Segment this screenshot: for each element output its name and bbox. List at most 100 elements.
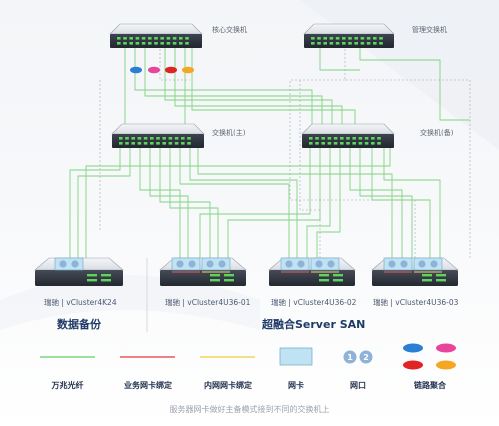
legend-label-internal-bond: 内网网卡绑定 [204, 381, 252, 390]
section-title-server-san: 超融合Server SAN [262, 318, 366, 331]
fiber-link [359, 48, 470, 121]
switch-port [166, 42, 171, 45]
footer-note: 服务器网卡做好主备模式接到不同的交换机上 [169, 405, 330, 414]
switch-port [131, 137, 135, 140]
core-switch-label: 核心交换机 [212, 26, 247, 34]
server-indicator [422, 279, 432, 282]
switch-port [125, 137, 129, 140]
switch-port [135, 37, 140, 40]
server-indicator [87, 279, 97, 282]
switch-port [185, 42, 189, 45]
fiber-link [359, 148, 413, 258]
switch-port [354, 42, 358, 45]
nic-port [176, 260, 184, 268]
switch-port [354, 37, 358, 40]
switch-port [179, 42, 183, 45]
switch-port [172, 42, 177, 45]
switch-port [148, 37, 152, 40]
section-title-backup: 数据备份 [57, 318, 101, 331]
switch-port [137, 137, 142, 140]
switch-port [117, 42, 121, 45]
legend-label-fiber: 万兆光纤 [51, 381, 84, 390]
switch-top-face [109, 23, 203, 35]
aggregation-legend-dot-red [403, 360, 423, 370]
nic-port [315, 260, 323, 268]
server-indicator [436, 274, 446, 277]
legend-label-port: 网口 [350, 381, 366, 390]
switch-port [168, 137, 173, 140]
nic-card [171, 257, 201, 271]
nic-port [430, 260, 438, 268]
link-aggregation-dots [130, 66, 194, 74]
switch-port [366, 42, 371, 45]
nic-port [188, 260, 196, 268]
fiber-link [85, 148, 391, 258]
switch-port [323, 37, 327, 40]
switch-port [160, 37, 164, 40]
switch-port [309, 142, 313, 145]
switch-port [358, 142, 363, 145]
switch-port [352, 137, 356, 140]
server-vcluster4u36-01 [159, 257, 247, 286]
switch-port [315, 137, 319, 140]
port-legend-number-1: 1 [347, 353, 353, 362]
switch-port [364, 142, 369, 145]
core-switch [109, 23, 203, 48]
nic-port [285, 260, 293, 268]
switch-port [360, 37, 365, 40]
server-label-vcluster4u36-03: 瑞驰 | vCluster4U36-03 [373, 298, 459, 307]
switch-port [311, 42, 315, 45]
aggregation-legend-dot-orange [436, 360, 456, 370]
switch-port [342, 42, 346, 45]
switch-port [335, 42, 340, 45]
fiber-link [169, 148, 219, 258]
switch-port [340, 142, 344, 145]
switch-port [123, 37, 127, 40]
switch-front-panel [304, 34, 394, 48]
fiber-link [316, 148, 341, 258]
switch-front-panel [112, 134, 204, 148]
switch-port [352, 142, 356, 145]
fiber-links [69, 48, 470, 258]
switch-port [123, 42, 127, 45]
nic-port [400, 260, 408, 268]
nic-card [201, 257, 231, 271]
switch-front-panel [302, 134, 394, 148]
switch-port [156, 142, 160, 145]
management-switch [303, 23, 395, 48]
fiber-link [349, 148, 403, 258]
switch-port [329, 37, 334, 40]
fiber-link [227, 148, 321, 258]
nic-port [388, 260, 396, 268]
switch-port [335, 37, 340, 40]
server-indicator [224, 279, 234, 282]
legend-label-nic: 网卡 [288, 381, 304, 390]
port-legend-circle-2 [359, 350, 373, 364]
server-indicator [436, 279, 446, 282]
backup-switch-label: 交换机(备) [420, 129, 454, 137]
nic-port [206, 260, 214, 268]
switch-port [154, 42, 158, 45]
nic-card [310, 257, 340, 271]
switch-port [327, 137, 332, 140]
switch-port [379, 37, 383, 40]
background-decoration [300, 0, 499, 150]
server-indicator [101, 274, 111, 277]
switch-port [346, 137, 350, 140]
fiber-link [77, 148, 131, 258]
fiber-link [371, 148, 431, 258]
switch-port [317, 42, 321, 45]
server-indicator [319, 274, 329, 277]
fiber-link [197, 148, 393, 258]
fiber-link [199, 148, 311, 258]
fiber-link [306, 148, 331, 258]
switch-port [185, 37, 189, 40]
fiber-link [159, 148, 211, 258]
switch-port [154, 37, 158, 40]
fiber-link [319, 48, 360, 71]
port-legend-number-2: 2 [363, 353, 369, 362]
legend-label-business-bond: 业务网卡绑定 [124, 381, 172, 390]
nic-port [418, 260, 426, 268]
server-indicator [224, 274, 234, 277]
